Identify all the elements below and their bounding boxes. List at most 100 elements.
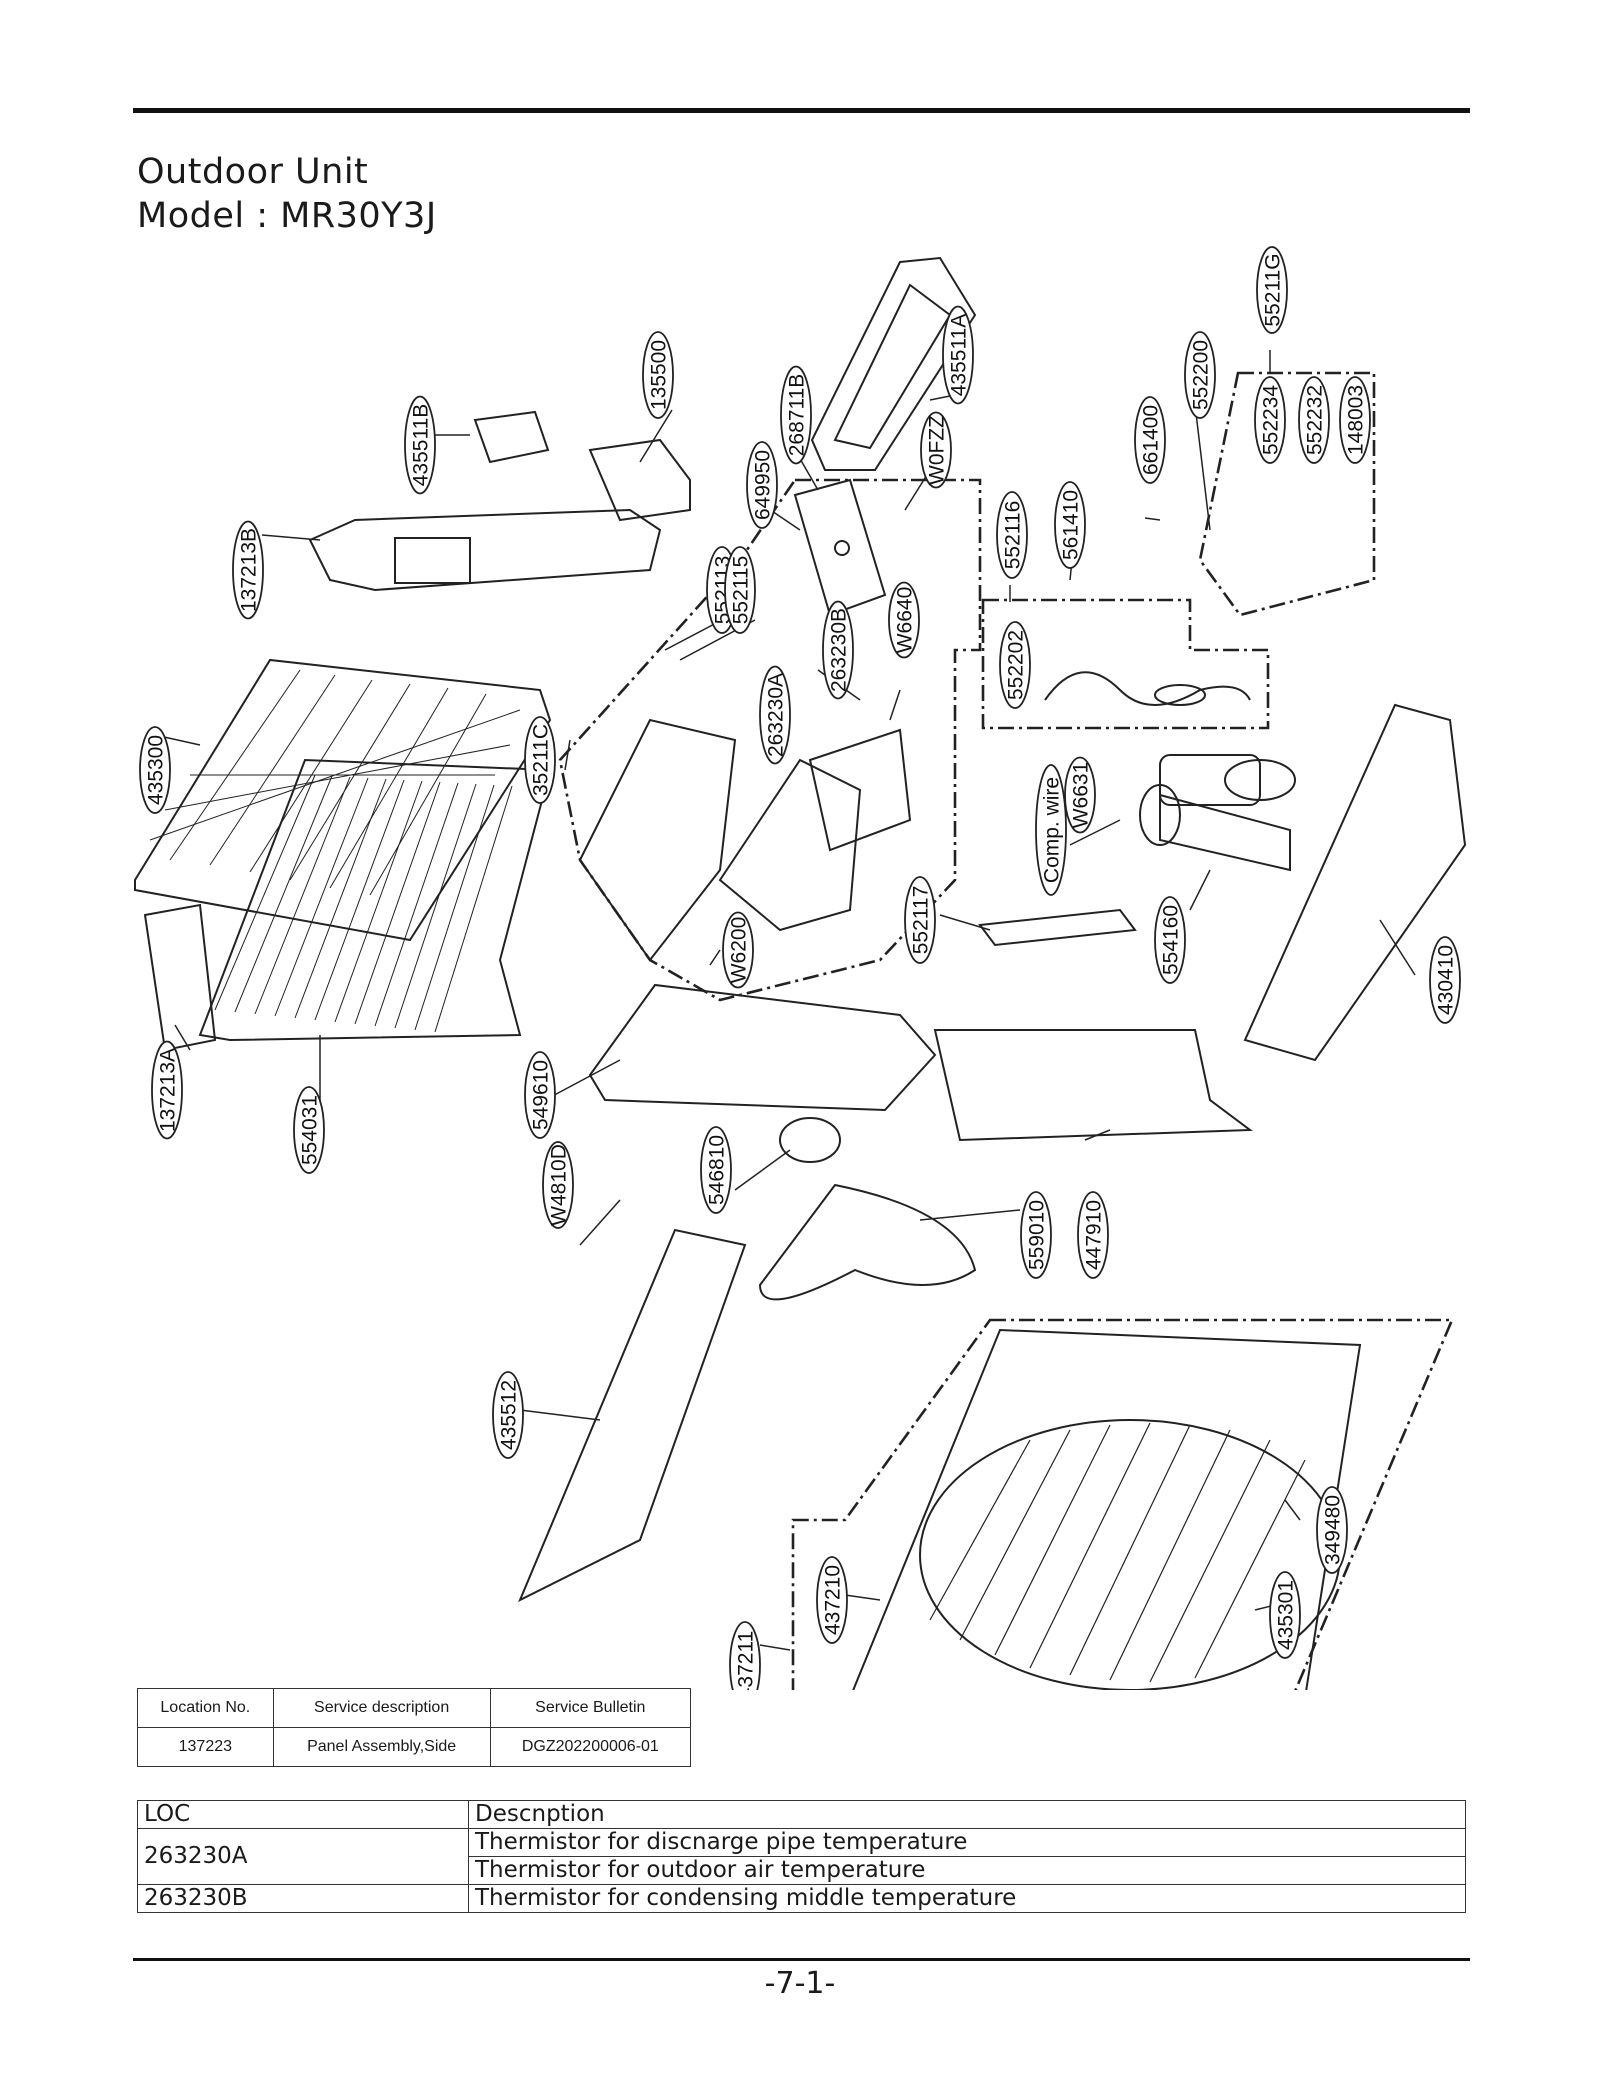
callout-263230b: 263230B [822,600,854,700]
loc-header: LOC [137,1800,469,1829]
svg-text:559010: 559010 [1026,1200,1049,1270]
callout-554160: 554160 [1154,896,1186,984]
callout-w6640: W6640 [888,581,920,659]
fan-motor-546810 [779,1117,841,1163]
valve-cylinder [1154,684,1206,706]
front-grille-group-outline [791,1318,1454,1690]
base-pan-430410 [1243,703,1467,1062]
svg-text:430410: 430410 [1435,945,1458,1015]
compressor-body [1139,784,1181,846]
callout-552115: 552115 [724,546,756,634]
svg-text:135500: 135500 [648,340,671,410]
svg-text:263230B: 263230B [828,608,851,692]
control-box-group-outline [558,478,982,1002]
svg-text:55211G: 55211G [1262,253,1285,326]
cover-panel-435512 [518,1228,747,1603]
callout-435301: 435301 [1269,1571,1301,1659]
bulletin-cell-bulletin: DGZ202200006-01 [489,1727,692,1767]
svg-text:W4810D: W4810D [548,1144,571,1226]
svg-text:661400: 661400 [1140,405,1163,475]
svg-text:552116: 552116 [1002,501,1025,570]
valve-group-outline [981,598,1270,730]
svg-text:137213A: 137213A [157,1048,180,1132]
receiver-552117 [978,908,1137,947]
loc-cell-263230B: 263230B [137,1884,469,1913]
callout-554031: 554031 [293,1086,325,1174]
rear-grille [134,658,552,942]
callout-w0fzz: W0FZZ [920,411,952,489]
control-box [578,718,737,962]
callout-661400: 661400 [1134,396,1166,484]
model-label: Model : MR30Y3J [137,196,437,236]
callout-649950: 649950 [746,441,778,529]
callout-435511b: 435511B [404,395,436,495]
callout-437210: 437210 [816,1556,848,1644]
callout-435512: 435512 [492,1371,524,1459]
svg-text:552232: 552232 [1304,385,1327,455]
exploded-parts-diagram: 137213B435511B135500649950268711B435511A… [134,246,1467,1690]
bulletin-cell-description: Panel Assembly,Side [272,1727,491,1767]
bottom-rule [133,1958,1470,1961]
accumulator [1159,754,1261,806]
bulletin-header-location: Location No. [137,1688,274,1728]
svg-text:649950: 649950 [752,450,775,520]
svg-text:W6640: W6640 [894,587,917,654]
page-number: -7-1- [764,1966,836,2001]
callout-552232: 552232 [1298,376,1330,464]
svg-text:552115: 552115 [730,556,753,625]
callout-w6631: W6631 [1064,756,1096,834]
svg-text:552200: 552200 [1190,340,1213,410]
loc-cell-263230A: 263230A [137,1828,469,1885]
callout-w6200: W6200 [722,911,754,989]
callout-349480: 349480 [1316,1486,1348,1574]
callout-435511a: 435511A [942,305,974,405]
callout-435300: 435300 [139,726,171,814]
svg-text:W6631: W6631 [1070,762,1093,829]
svg-text:437211: 437211 [735,1631,758,1690]
callout-137213a: 137213A [151,1040,183,1140]
svg-text:W6200: W6200 [728,917,751,984]
svg-text:349480: 349480 [1322,1495,1345,1565]
svg-text:549610: 549610 [530,1060,553,1130]
svg-text:435301: 435301 [1275,1580,1298,1650]
svg-text:435512: 435512 [498,1380,521,1450]
svg-text:437210: 437210 [822,1565,845,1635]
svg-text:137213B: 137213B [238,528,261,612]
svg-text:552234: 552234 [1260,385,1283,455]
svg-text:435511B: 435511B [410,404,433,487]
valve-piping [1044,671,1251,706]
bulletin-header-bulletin: Service Bulletin [489,1688,692,1728]
terminal-board [808,728,912,852]
page-title: Outdoor Unit [137,152,369,192]
desc-cell-condensing: Thermistor for condensing middle tempera… [468,1884,1466,1913]
callout-135500: 135500 [642,331,674,419]
svg-text:554160: 554160 [1160,905,1183,975]
pcb-268711B [793,478,887,617]
callout-552202: 552202 [999,621,1031,709]
group-outline [558,371,1454,1690]
callout-552117: 552117 [904,876,936,964]
svg-text:447910: 447910 [1083,1200,1106,1270]
pcb-component [834,540,850,556]
svg-text:Comp. wire: Comp. wire [1041,777,1064,883]
svg-text:554031: 554031 [299,1095,322,1165]
callout-w4810d: W4810D [542,1141,574,1229]
motor-bracket-549610 [588,983,937,1112]
svg-text:435300: 435300 [145,735,168,805]
condenser-coil [198,758,552,1042]
callout-546810: 546810 [700,1126,732,1214]
callout-137213b: 137213B [232,520,264,620]
service-bulletin-table: Location No. Service description Service… [137,1688,692,1767]
svg-text:W0FZZ: W0FZZ [926,415,949,485]
callout-55211g: 55211G [1256,246,1288,334]
callout-552200: 552200 [1184,331,1216,419]
top-rule [133,108,1470,113]
side-panel-137213A [143,903,217,1052]
panel-435511A-inner [833,283,952,450]
callout-559010: 559010 [1020,1191,1052,1279]
callout-561410: 561410 [1054,481,1086,569]
callout-35211c: 35211C [524,716,556,804]
callout-comp-wire: Comp. wire [1035,764,1067,896]
bracket-135500 [588,438,691,522]
fan-blade-559010 [758,1183,977,1301]
